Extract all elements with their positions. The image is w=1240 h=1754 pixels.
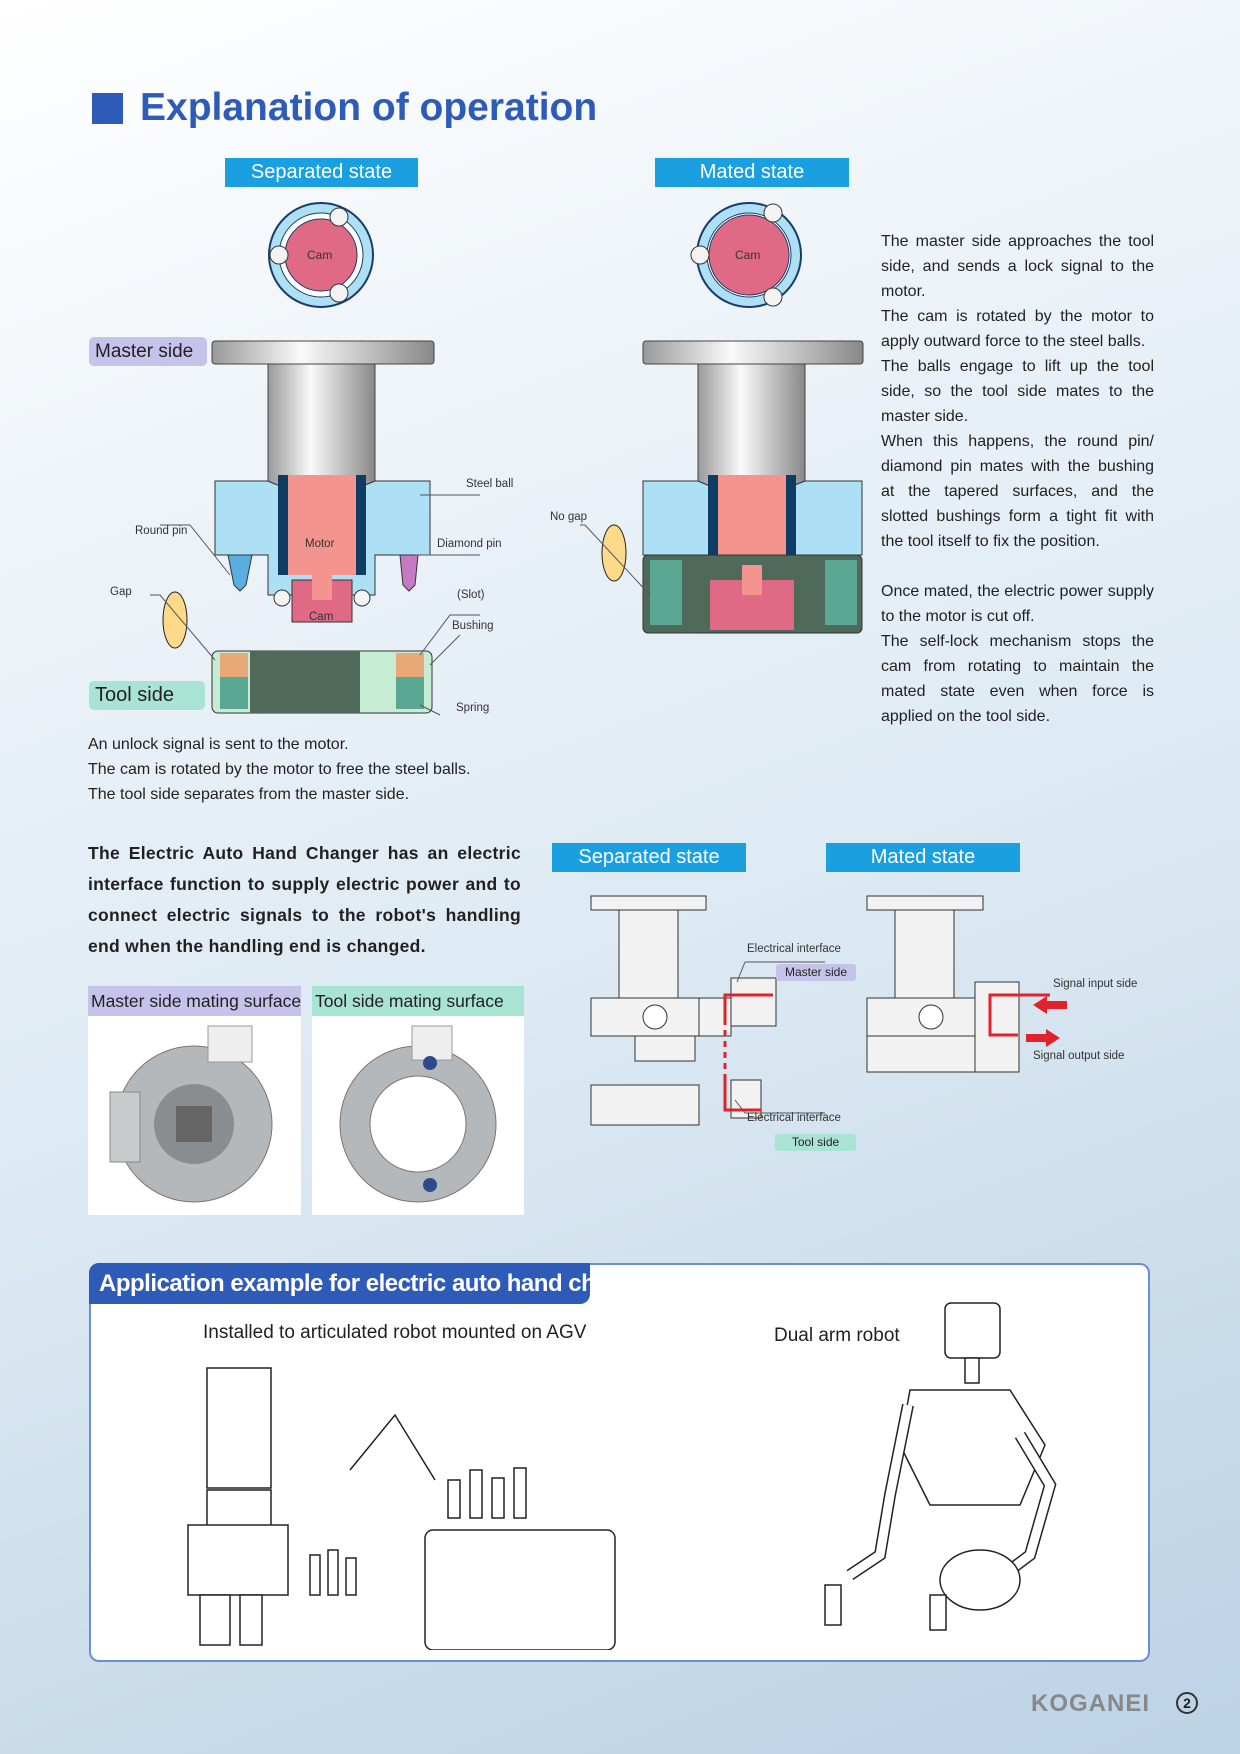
agv-caption: Installed to articulated robot mounted o… xyxy=(203,1322,587,1343)
tool-surface-photo xyxy=(312,1016,524,1215)
separated-text-line: The tool side separates from the master … xyxy=(88,786,410,803)
koganei-logo: KOGANEI xyxy=(1031,1690,1151,1717)
gap-label: Gap xyxy=(110,586,132,598)
electrical-interface-diagrams xyxy=(590,895,1067,1126)
separated-state-label: Separated state xyxy=(225,158,418,187)
mated-state-label-2: Mated state xyxy=(826,843,1020,872)
mated-text-line: When this happens, the round pin/ diamon… xyxy=(881,433,1154,550)
mated-text-line: The balls engage to lift up the tool sid… xyxy=(881,358,1154,425)
tool-side-badge: Tool side xyxy=(775,1134,856,1151)
electric-intro: The Electric Auto Hand Changer has an el… xyxy=(88,843,521,956)
title-marker xyxy=(92,93,123,124)
mated-text-line: Once mated, the electric power supply to… xyxy=(881,583,1154,625)
master-surface-photo xyxy=(88,1016,301,1215)
mated-state-label: Mated state xyxy=(655,158,849,187)
agv-robot-illustration xyxy=(187,1367,616,1650)
spring-label: Spring xyxy=(456,702,490,714)
page-number: 2 xyxy=(1176,1692,1198,1714)
master-side-label: Master side xyxy=(89,337,207,366)
tool-side-label: Tool side xyxy=(89,681,205,710)
cross-section-mated xyxy=(580,340,864,634)
slot-label: (Slot) xyxy=(457,589,485,601)
signal-output-label: Signal output side xyxy=(1033,1050,1125,1062)
diamond-pin-label: Diamond pin xyxy=(437,538,502,550)
separated-description: An unlock signal is sent to the motor. T… xyxy=(88,732,528,807)
dual-arm-caption: Dual arm robot xyxy=(774,1325,900,1346)
mated-text-line: The self-lock mechanism stops the cam fr… xyxy=(881,633,1154,725)
application-header: Application example for electric auto ha… xyxy=(89,1263,659,1304)
cam-label: Cam xyxy=(735,248,761,262)
round-pin-label: Round pin xyxy=(135,525,188,537)
separated-text-line: The cam is rotated by the motor to free … xyxy=(88,761,471,778)
separated-text-line: An unlock signal is sent to the motor. xyxy=(88,736,349,753)
master-side-badge: Master side xyxy=(776,964,856,981)
steel-ball-label: Steel ball xyxy=(466,478,514,490)
mated-description: The master side approaches the tool side… xyxy=(881,229,1154,729)
separated-state-label-2: Separated state xyxy=(552,843,746,872)
dual-arm-robot-illustration xyxy=(824,1302,1057,1631)
tool-surface-label: Tool side mating surface xyxy=(312,986,524,1016)
cam-diagram-separated xyxy=(268,202,374,308)
cam-label: Cam xyxy=(307,248,333,262)
motor-label: Motor xyxy=(305,538,335,550)
mated-text-line: The master side approaches the tool side… xyxy=(881,233,1154,300)
electrical-interface-tool-label: Electrical interface xyxy=(747,1112,841,1124)
page-title: Explanation of operation xyxy=(140,86,598,129)
master-surface-label: Master side mating surface xyxy=(88,986,301,1016)
electrical-interface-master-label: Electrical interface xyxy=(747,943,841,955)
bushing-label: Bushing xyxy=(452,620,494,632)
cross-section-separated xyxy=(150,340,480,716)
no-gap-label: No gap xyxy=(550,511,588,523)
cam-label: Cam xyxy=(309,611,334,623)
signal-input-label: Signal input side xyxy=(1053,978,1138,990)
cam-diagram-mated xyxy=(690,202,802,308)
mated-text-line: The cam is rotated by the motor to apply… xyxy=(881,308,1154,350)
